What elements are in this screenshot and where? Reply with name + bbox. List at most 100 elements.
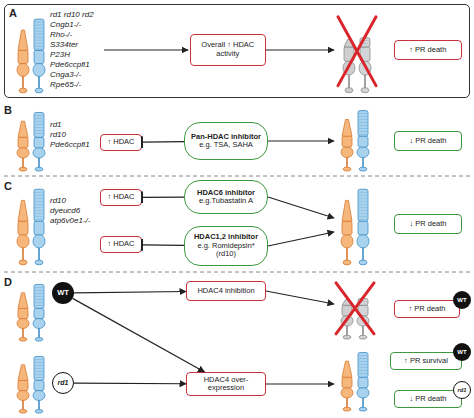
outcome-box: ↓ PR death <box>394 131 462 151</box>
node-text: ↓ PR death <box>409 395 446 403</box>
synaptic-terminal <box>19 410 27 414</box>
outcome-box: ↓ PR death <box>394 390 462 408</box>
cell-nucleus <box>357 234 369 248</box>
synaptic-terminal <box>343 335 351 339</box>
node-text: ↑ PR death <box>409 46 446 54</box>
disc-stripe <box>35 28 43 29</box>
degenerating-photoreceptor <box>338 17 376 93</box>
disc-stripe <box>359 128 367 129</box>
cell-nucleus <box>17 318 29 328</box>
axon <box>38 328 40 338</box>
panel-separator <box>4 272 470 273</box>
outcome-box: ↑ PR survival <box>390 352 462 370</box>
cone-outer-segment <box>18 121 28 137</box>
node-text: ↑ PR survival <box>404 357 448 365</box>
axon <box>362 247 364 261</box>
disc-stripe <box>35 368 43 369</box>
synaptic-terminal <box>19 260 27 265</box>
effect-box: ↑ PR death <box>394 300 460 318</box>
genotype-badge: rd1 <box>453 381 471 399</box>
disc-stripe <box>359 134 367 135</box>
photoreceptor-illustration <box>17 284 45 341</box>
axon <box>38 75 40 88</box>
cell-nucleus <box>33 318 45 328</box>
photoreceptor-illustration <box>341 352 369 411</box>
disc-stripe <box>35 192 43 193</box>
disc-stripe <box>35 198 43 199</box>
genotype-label: Pde6ccpfl1 <box>50 60 90 69</box>
disc-stripe <box>35 130 43 131</box>
cell-nucleus <box>17 234 29 248</box>
node-text: ↑ HDAC <box>107 240 134 248</box>
cone-outer-segment <box>342 361 352 377</box>
genotype-label: rd1 <box>50 120 62 129</box>
genotype-badge: WT <box>453 291 471 309</box>
rod-outer-segment <box>34 189 44 221</box>
disc-stripe <box>359 358 367 359</box>
inner-segment <box>34 137 44 148</box>
photoreceptor-illustration <box>17 189 45 265</box>
inhibitor-pill: HDAC1,2 inhibitore.g. Romidepsin* (rd10) <box>184 226 268 266</box>
cell-nucleus <box>17 148 29 159</box>
disc-stripe <box>359 198 367 199</box>
cone-outer-segment <box>18 365 28 381</box>
disc-stripe <box>35 362 43 363</box>
effect-box: HDAC4 inhibition <box>186 281 266 301</box>
axon <box>22 400 24 410</box>
disc-stripe <box>359 201 367 202</box>
cone-outer-segment <box>342 200 352 221</box>
rod-outer-segment <box>358 189 368 221</box>
disc-stripe <box>35 299 43 300</box>
disc-stripe <box>35 195 43 196</box>
node-text: HDAC6 inhibitor <box>197 189 255 197</box>
disc-stripe <box>359 192 367 193</box>
disc-stripe <box>359 116 367 117</box>
arrow-connector <box>74 382 186 384</box>
disc-stripe <box>359 219 367 220</box>
disc-stripe <box>35 127 43 128</box>
process-arrow <box>268 197 334 218</box>
axon <box>38 400 40 410</box>
axon <box>22 328 24 338</box>
rod-outer-segment <box>358 111 368 137</box>
effect-box: HDAC4 over-expression <box>186 372 266 396</box>
photoreceptor-illustration <box>17 112 45 171</box>
node-text: HDAC4 inhibition <box>197 287 254 295</box>
axon <box>346 397 348 408</box>
synaptic-terminal <box>359 167 367 171</box>
panel-letter: C <box>4 180 12 192</box>
node-text: Pan-HDAC inhibitor <box>191 133 261 141</box>
disc-stripe <box>359 113 367 114</box>
node-text: HDAC1,2 inhibitor <box>194 233 258 241</box>
cell-nucleus <box>341 147 353 158</box>
synaptic-terminal <box>359 260 367 265</box>
genotype-badge: WT <box>453 343 471 361</box>
genotype-label: Pde6ccpfl1 <box>50 140 90 149</box>
node-text: HDAC4 over-expression <box>189 376 263 393</box>
synaptic-terminal <box>19 167 27 171</box>
cell-nucleus <box>357 147 369 158</box>
process-arrow <box>266 49 334 50</box>
inhibition-connector <box>142 197 184 198</box>
disc-stripe <box>359 195 367 196</box>
effect-box: Overall ↑ HDAC activity <box>190 34 266 66</box>
process-arrow <box>268 232 334 246</box>
disc-stripe <box>359 361 367 362</box>
synaptic-terminal <box>35 167 43 171</box>
disc-stripe <box>359 207 367 208</box>
inner-segment <box>18 137 28 148</box>
disc-stripe <box>35 302 43 303</box>
disc-stripe <box>35 305 43 306</box>
panel-letter: D <box>4 276 12 288</box>
disc-stripe <box>35 115 43 116</box>
inner-segment <box>34 380 44 390</box>
node-text: ↓ PR death <box>409 137 446 145</box>
panel-letter: B <box>4 104 12 116</box>
axon <box>348 74 350 88</box>
arrow-connector <box>74 291 186 292</box>
photoreceptor-illustration <box>341 111 369 171</box>
cell-nucleus <box>17 63 29 76</box>
synaptic-terminal <box>343 167 351 171</box>
rod-outer-segment <box>358 352 368 377</box>
process-arrow <box>266 383 334 384</box>
